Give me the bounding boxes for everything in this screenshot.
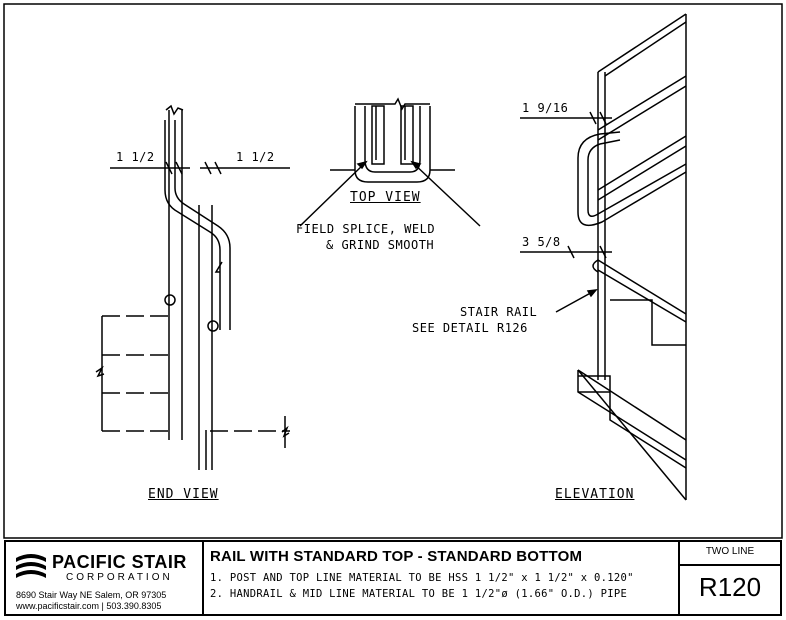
- sheet-border: [3, 3, 783, 539]
- end-view-title: END VIEW: [148, 487, 219, 502]
- end-view-drawing: [95, 104, 290, 470]
- rail-type: TWO LINE: [705, 546, 755, 557]
- splice-callout-line1: FIELD SPLICE, WELD: [296, 222, 436, 236]
- elevation-top-dimension: 1 9/16: [522, 101, 569, 115]
- top-view-drawing: [299, 97, 481, 227]
- drawing-linework: [3, 3, 783, 539]
- end-view-right-dimension: 1 1/2: [236, 150, 275, 164]
- company-subtitle: CORPORATION: [66, 572, 173, 583]
- title-block: PACIFIC STAIR CORPORATION 8690 Stair Way…: [4, 540, 782, 616]
- top-view-title: TOP VIEW: [350, 190, 421, 205]
- company-address-block: 8690 Stair Way NE Salem, OR 97305 www.pa…: [16, 590, 166, 612]
- type-divider: [680, 564, 780, 566]
- detail-number: R120: [698, 572, 762, 602]
- stair-rail-callout-line2: SEE DETAIL R126: [412, 321, 528, 335]
- company-cell: PACIFIC STAIR CORPORATION 8690 Stair Way…: [6, 542, 204, 614]
- note-2: 2. HANDRAIL & MID LINE MATERIAL TO BE 1 …: [210, 588, 628, 600]
- detail-number-cell: TWO LINE R120: [680, 542, 780, 614]
- pacific-stair-logo-icon: [16, 554, 46, 578]
- drawing-title: RAIL WITH STANDARD TOP - STANDARD BOTTOM: [210, 548, 583, 565]
- elevation-title: ELEVATION: [555, 487, 635, 502]
- elevation-drawing: [520, 13, 687, 501]
- company-address: 8690 Stair Way NE Salem, OR 97305: [16, 590, 167, 600]
- note-1: 1. POST AND TOP LINE MATERIAL TO BE HSS …: [210, 572, 634, 584]
- stair-rail-callout-line1: STAIR RAIL: [460, 305, 538, 319]
- end-view-left-dimension: 1 1/2: [116, 150, 155, 164]
- company-name: PACIFIC STAIR: [52, 552, 187, 572]
- title-cell: RAIL WITH STANDARD TOP - STANDARD BOTTOM…: [204, 542, 680, 614]
- company-contact: www.pacificstair.com | 503.390.8305: [16, 601, 162, 611]
- elevation-mid-dimension: 3 5/8: [522, 235, 561, 249]
- splice-callout-line2: & GRIND SMOOTH: [326, 238, 435, 252]
